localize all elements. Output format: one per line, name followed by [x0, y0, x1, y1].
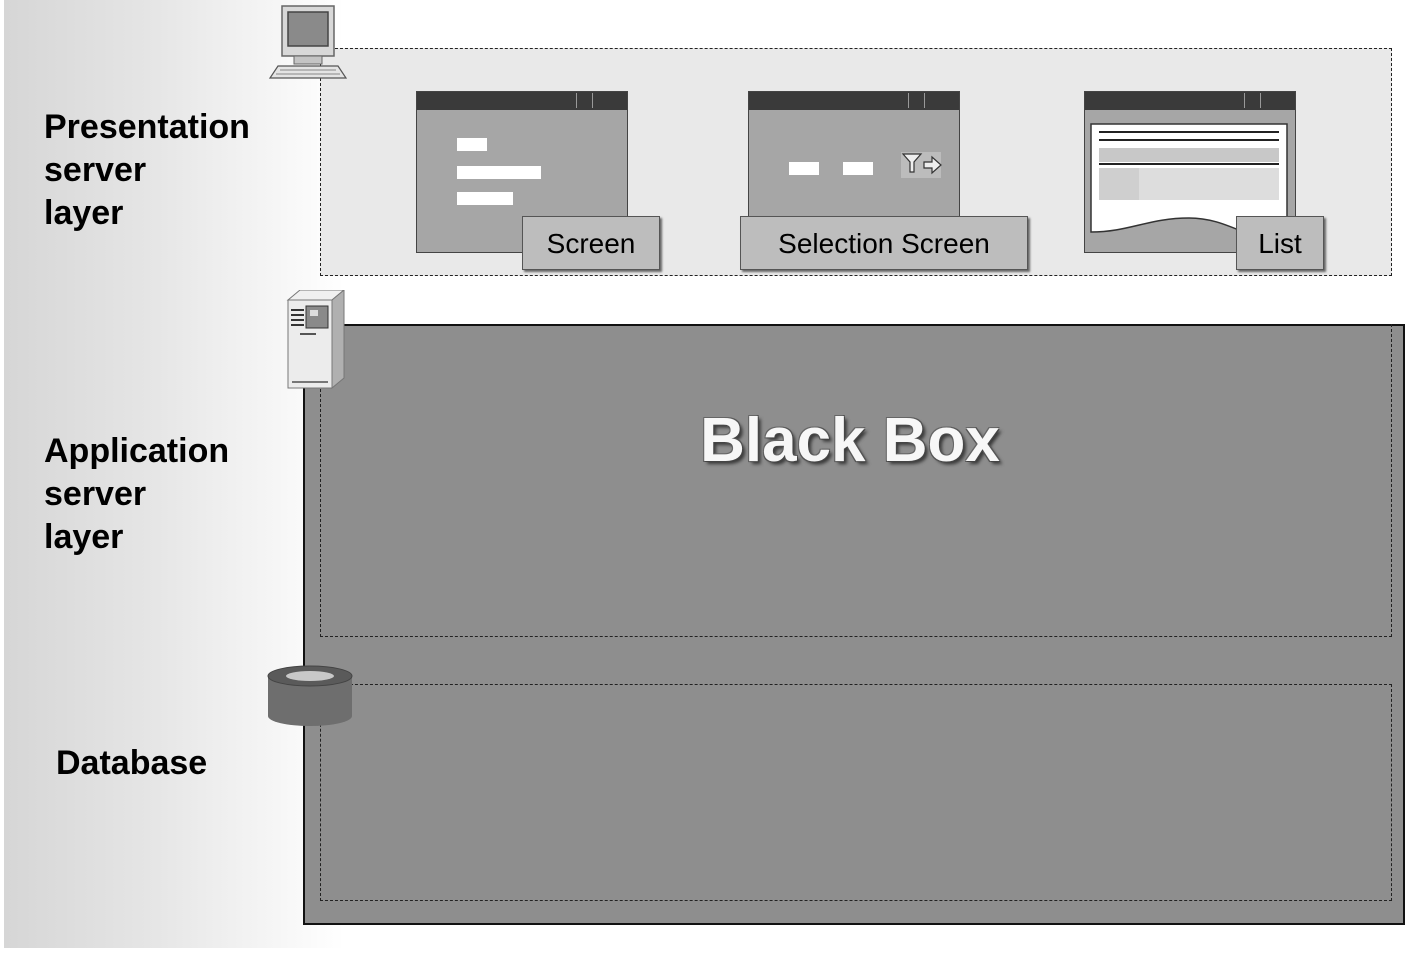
server-tower-icon [286, 290, 345, 390]
title-bar [1085, 92, 1295, 110]
black-box-title: Black Box [700, 406, 1000, 475]
desktop-computer-icon [268, 5, 348, 79]
title-bar [749, 92, 959, 110]
screen-tag: Screen [522, 216, 660, 270]
presentation-layer-label: Presentation server layer [44, 108, 250, 232]
input-field [457, 192, 513, 205]
window-button-icon [576, 93, 591, 108]
input-field [843, 162, 873, 175]
application-layer-label: Application server layer [44, 432, 230, 556]
window-button-icon [924, 93, 939, 108]
title-bar [417, 92, 627, 110]
window-button-icon [1260, 93, 1275, 108]
input-field [457, 138, 487, 151]
application-zone [320, 324, 1392, 637]
black-box [303, 324, 1405, 925]
database-layer-label: Database [56, 744, 208, 782]
list-window [1084, 91, 1296, 253]
filter-arrow-icon [901, 152, 942, 178]
list-tag: List [1236, 216, 1324, 270]
database-zone [320, 684, 1392, 901]
selection-screen-tag: Selection Screen [740, 216, 1028, 270]
database-cylinder-icon [267, 665, 353, 726]
input-field [457, 166, 541, 179]
window-button-icon [592, 93, 607, 108]
window-button-icon [908, 93, 923, 108]
window-button-icon [1244, 93, 1259, 108]
layer-band [4, 0, 344, 948]
input-field [789, 162, 819, 175]
